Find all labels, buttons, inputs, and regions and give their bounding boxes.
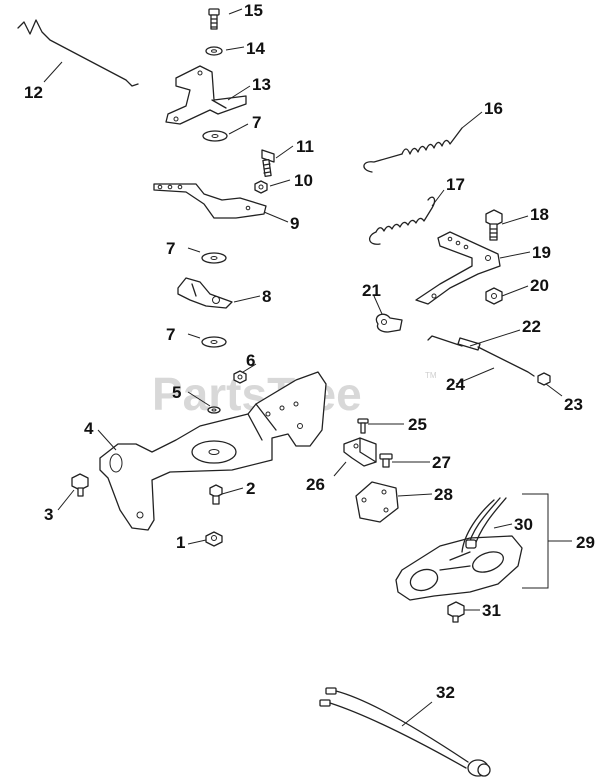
- callout-23: 23: [564, 395, 583, 414]
- callout-5: 5: [172, 383, 181, 402]
- callout-9: 9: [290, 214, 299, 233]
- part-32-harness[interactable]: [319, 687, 491, 777]
- callout-4: 4: [84, 419, 94, 438]
- callout-31: 31: [482, 601, 501, 620]
- part-17-spring[interactable]: [369, 196, 436, 245]
- callout-15: 15: [244, 1, 263, 20]
- part-9-lever[interactable]: [153, 183, 267, 219]
- callout-7c: 7: [166, 325, 175, 344]
- callout-17: 17: [446, 175, 465, 194]
- callout-8: 8: [262, 287, 271, 306]
- part-29-control-assembly[interactable]: [395, 535, 523, 601]
- part-7a-washer[interactable]: [202, 130, 228, 142]
- part-1-nut[interactable]: [205, 531, 223, 547]
- part-12-rod[interactable]: [17, 19, 139, 87]
- callout-18: 18: [530, 205, 549, 224]
- callout-21: 21: [362, 281, 381, 300]
- part-7b-washer[interactable]: [201, 252, 227, 264]
- watermark-tm: TM: [425, 371, 437, 380]
- part-25-screw[interactable]: [357, 418, 369, 434]
- part-23-screw[interactable]: [537, 372, 551, 386]
- part-22-cable[interactable]: [427, 335, 535, 377]
- callout-3: 3: [44, 505, 53, 524]
- callout-10: 10: [294, 171, 313, 190]
- part-16-spring[interactable]: [363, 127, 463, 173]
- part-20-nut[interactable]: [485, 287, 503, 305]
- callout-16: 16: [484, 99, 503, 118]
- part-4-control-plate[interactable]: [99, 371, 327, 531]
- callout-24: 24: [446, 375, 465, 394]
- part-27-screw[interactable]: [379, 453, 393, 468]
- callout-28: 28: [434, 485, 453, 504]
- callout-2: 2: [246, 479, 255, 498]
- callout-26: 26: [306, 475, 325, 494]
- callout-27: 27: [432, 453, 451, 472]
- callout-12: 12: [24, 83, 43, 102]
- part-15-screw[interactable]: [208, 8, 220, 30]
- callout-11: 11: [296, 137, 314, 156]
- part-19-lever-arm[interactable]: [415, 231, 501, 305]
- part-26-block[interactable]: [343, 437, 377, 467]
- callout-29: 29: [576, 533, 595, 552]
- callout-25: 25: [408, 415, 427, 434]
- callout-30: 30: [514, 515, 533, 534]
- callout-6: 6: [246, 351, 255, 370]
- part-21-clip[interactable]: [375, 313, 403, 333]
- callout-20: 20: [530, 276, 549, 295]
- part-11-bolt[interactable]: [261, 149, 275, 177]
- part-30-wire-harness[interactable]: [461, 497, 507, 553]
- part-2-bolt[interactable]: [209, 484, 223, 505]
- part-3-bolt[interactable]: [71, 473, 89, 497]
- callout-7a: 7: [252, 113, 261, 132]
- callout-1: 1: [176, 533, 185, 552]
- callout-14: 14: [246, 39, 265, 58]
- callout-32: 32: [436, 683, 455, 702]
- part-14-washer[interactable]: [205, 46, 223, 56]
- part-13-bracket[interactable]: [165, 65, 247, 125]
- part-8-lever[interactable]: [177, 277, 233, 309]
- callout-19: 19: [532, 243, 551, 262]
- callout-13: 13: [252, 75, 271, 94]
- part-5-washer[interactable]: [207, 406, 221, 414]
- part-31-screw[interactable]: [447, 601, 465, 623]
- part-10-nut[interactable]: [254, 180, 268, 194]
- callout-labels: 15 14 13 7 11 10 9 7 8 7 6 5 4 3 2 1 12 …: [24, 1, 595, 702]
- callout-7b: 7: [166, 239, 175, 258]
- part-18-bolt[interactable]: [485, 209, 503, 241]
- callout-22: 22: [522, 317, 541, 336]
- part-7c-washer[interactable]: [201, 336, 227, 348]
- leader-lines: [43, 8, 572, 727]
- part-6-nut[interactable]: [233, 370, 247, 384]
- part-28-plate[interactable]: [355, 481, 399, 523]
